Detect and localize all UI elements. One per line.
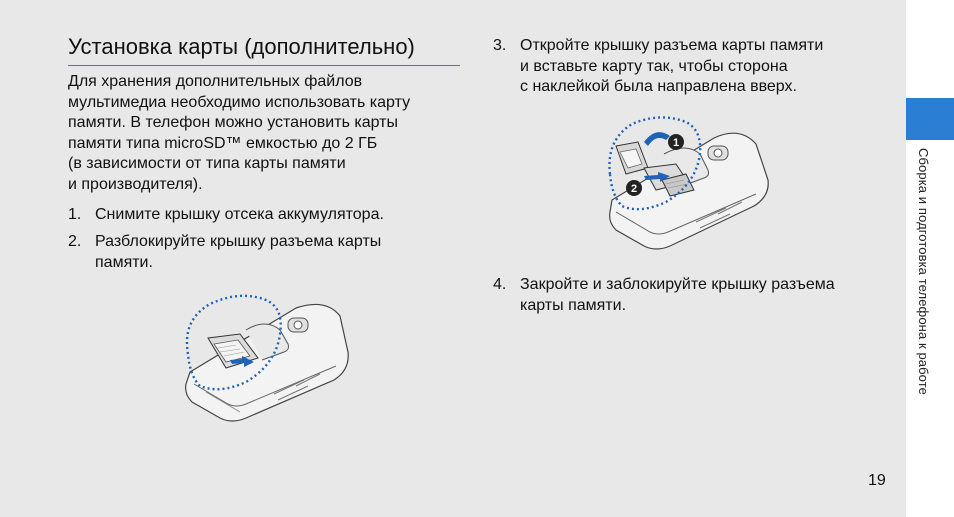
step-line: с наклейкой была направлена вверх. bbox=[520, 78, 797, 95]
page-number: 19 bbox=[868, 472, 886, 489]
callout-2-label: 2 bbox=[631, 183, 637, 195]
step-text: Снимите крышку отсека аккумулятора. bbox=[95, 205, 384, 226]
intro-paragraph: Для хранения дополнительных файлов мульт… bbox=[68, 72, 460, 195]
step-text: Откройте крышку разъема карты памяти и в… bbox=[520, 36, 823, 98]
side-strip bbox=[906, 0, 954, 517]
intro-line: памяти. В телефон можно установить карты bbox=[68, 114, 398, 131]
callout-2-marker bbox=[626, 180, 642, 196]
step-line: Снимите крышку отсека аккумулятора. bbox=[95, 206, 384, 223]
intro-line: и производителя). bbox=[68, 175, 203, 193]
callout-1-label: 1 bbox=[673, 137, 679, 149]
step-number: 2. bbox=[68, 233, 82, 250]
manual-page bbox=[0, 0, 906, 517]
insert-card-illustration: 1 2 bbox=[608, 116, 769, 250]
callout-1-marker bbox=[668, 134, 684, 150]
unlock-card-slot-illustration bbox=[185, 294, 349, 422]
arrow-icon bbox=[644, 172, 670, 182]
step-number: 1. bbox=[68, 206, 82, 223]
intro-line: (в зависимости от типа карты памяти bbox=[68, 155, 346, 172]
curved-arrow-icon bbox=[644, 132, 670, 146]
intro-line: Для хранения дополнительных файлов bbox=[68, 73, 363, 90]
step-line: Закройте и заблокируйте крышку разъема bbox=[520, 276, 835, 293]
arrow-icon bbox=[230, 356, 254, 367]
step-line: Откройте крышку разъема карты памяти bbox=[520, 37, 824, 54]
step-line: памяти. bbox=[95, 253, 153, 271]
intro-line: памяти типа microSD™ емкостью до 2 ГБ bbox=[68, 134, 378, 152]
section-title: Установка карты (дополнительно) bbox=[68, 34, 415, 59]
chapter-label: Сборка и подготовка телефона к работе bbox=[916, 148, 931, 395]
intro-line: мультимедиа необходимо использовать карт… bbox=[68, 93, 411, 111]
step-number: 4. bbox=[493, 276, 507, 293]
step-text: Закройте и заблокируйте крышку разъема к… bbox=[520, 275, 835, 316]
step-number: 3. bbox=[493, 37, 507, 54]
title-underline bbox=[68, 65, 460, 66]
step-text: Разблокируйте крышку разъема карты памят… bbox=[95, 232, 381, 273]
step-line: карты памяти. bbox=[520, 296, 627, 314]
chapter-tab bbox=[906, 98, 954, 140]
step-line: Разблокируйте крышку разъема карты bbox=[95, 233, 382, 250]
step-line: и вставьте карту так, чтобы сторона bbox=[520, 57, 788, 75]
